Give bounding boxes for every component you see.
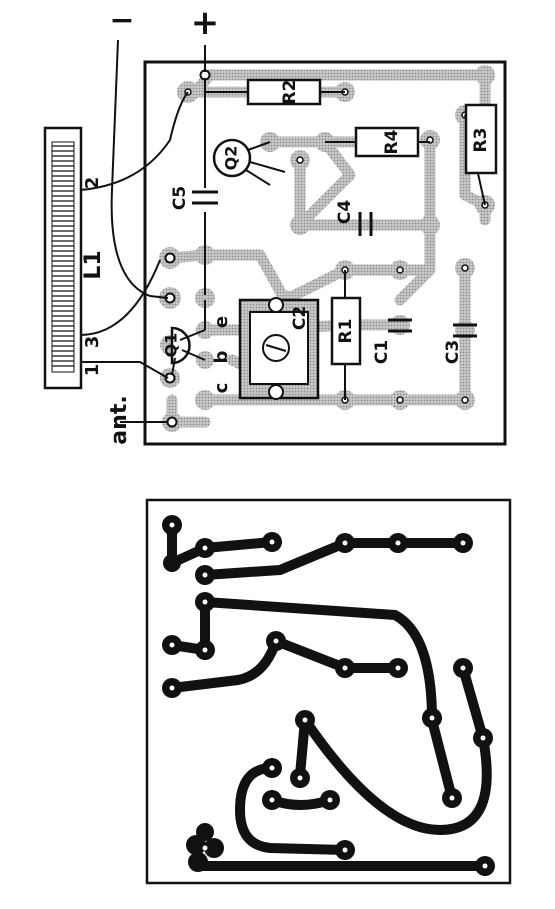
r3-label: R3 (471, 128, 491, 153)
component-side: − + L1 2 3 1 R2 R4 R3 R1 Q2 Q1 e b c C5 … (43, 3, 507, 446)
coil-pin-3-label: 3 (82, 336, 103, 349)
q2-label: Q2 (222, 146, 241, 171)
trimmer-capacitor-c2 (238, 297, 320, 400)
resistor-r2 (205, 78, 345, 106)
coil-l1 (43, 126, 83, 390)
transistor-q2 (212, 138, 286, 186)
resistor-r1 (330, 270, 362, 400)
coil-label: L1 (81, 250, 106, 279)
transistor-q1 (170, 326, 206, 376)
c5-label: C5 (170, 186, 190, 210)
q1-pin-c-label: c (211, 383, 232, 394)
r1-label: R1 (336, 319, 356, 344)
c4-label: C4 (335, 200, 355, 224)
capacitor-c3 (453, 323, 477, 338)
pin-3-terminal (164, 372, 176, 384)
plus-label: + (191, 3, 220, 43)
q1-pin-e-label: e (211, 316, 232, 328)
antenna-terminal (166, 416, 178, 428)
copper-pad-holes (169, 522, 488, 869)
copper-side (145, 498, 512, 885)
c1-label: C1 (372, 340, 392, 364)
pin-1-terminal (164, 252, 176, 264)
q1-pin-b-label: b (211, 350, 232, 363)
c2-label: C2 (290, 306, 310, 330)
c3-label: C3 (443, 340, 463, 364)
q1-label: Q1 (162, 333, 181, 358)
board-outline-copper (145, 498, 512, 885)
antenna-label: ant. (107, 395, 132, 444)
coil-pin-1-label: 1 (82, 364, 103, 377)
capacitor-c5 (192, 190, 218, 205)
resistor-r4 (325, 126, 430, 158)
coil-pin-2-label: 2 (82, 177, 103, 190)
r4-label: R4 (382, 129, 402, 154)
wires (79, 39, 206, 423)
resistor-r3 (464, 103, 498, 206)
r2-label: R2 (280, 80, 300, 105)
capacitor-c1 (388, 318, 412, 333)
capacitor-c4 (358, 212, 373, 236)
minus-label: − (109, 3, 134, 38)
